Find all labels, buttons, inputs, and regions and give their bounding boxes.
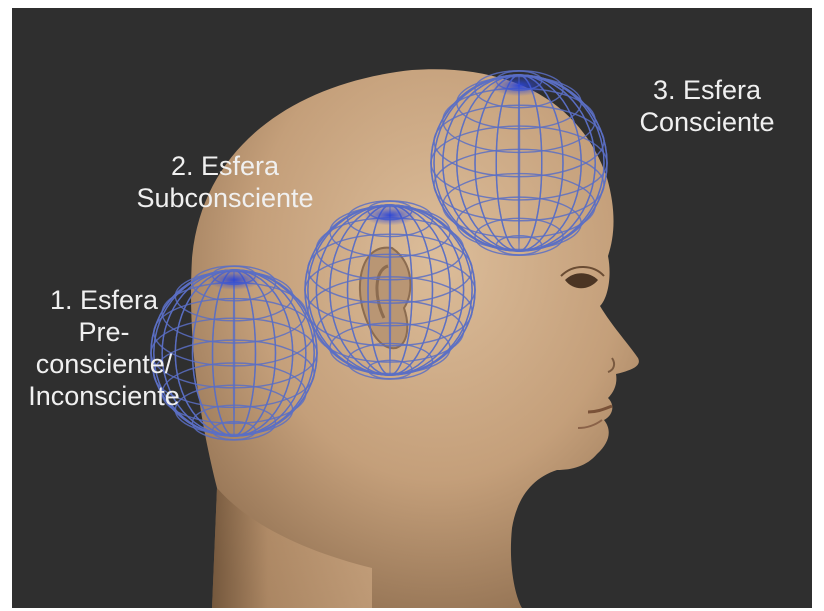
sphere-label-preconscious: 1. Esfera Pre- consciente/ Inconsciente	[14, 284, 194, 412]
sphere-label-subconscious: 2. Esfera Subconsciente	[110, 150, 340, 214]
label-line: Subconsciente	[110, 182, 340, 214]
label-line: 2. Esfera	[110, 150, 340, 182]
label-line: 3. Esfera	[622, 74, 792, 106]
label-line: 1. Esfera	[14, 284, 194, 316]
sphere-longitude-line	[519, 75, 520, 251]
sphere-pole-glow	[207, 270, 260, 290]
diagram-frame: 1. Esfera Pre- consciente/ Inconsciente …	[12, 8, 812, 608]
sphere-2-subconscious	[305, 201, 475, 379]
sphere-3-conscious	[431, 71, 607, 256]
sphere-longitude-line	[234, 270, 235, 436]
label-line: Inconsciente	[14, 380, 194, 412]
label-line: Pre-	[14, 316, 194, 348]
sphere-longitude-line	[390, 205, 391, 375]
sphere-label-conscious: 3. Esfera Consciente	[622, 74, 792, 138]
label-line: Consciente	[622, 106, 792, 138]
sphere-pole-glow	[491, 75, 547, 96]
label-line: consciente/	[14, 348, 194, 380]
sphere-pole-glow	[363, 205, 417, 225]
